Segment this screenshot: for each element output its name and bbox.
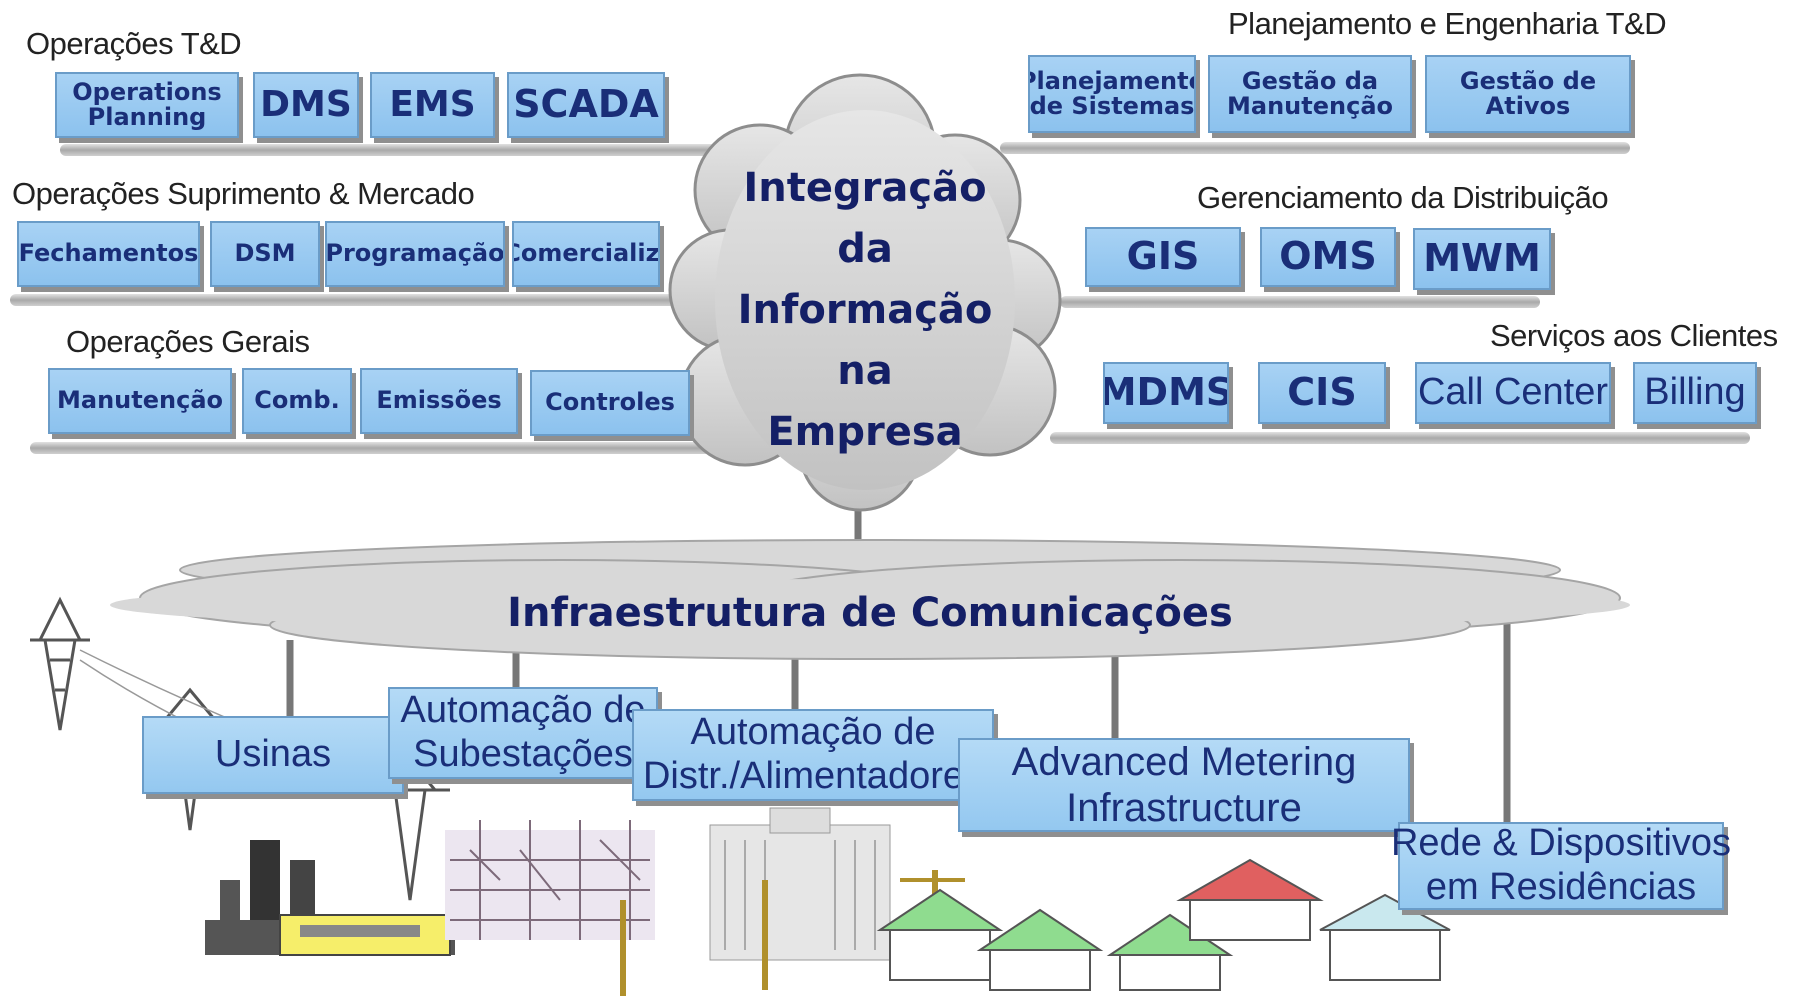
box-oms[interactable]: OMS bbox=[1260, 227, 1396, 287]
houses-icon bbox=[876, 858, 1451, 991]
infra-cloud bbox=[110, 539, 1630, 660]
box-mdms[interactable]: MDMS bbox=[1103, 362, 1229, 424]
box-call-center[interactable]: Call Center bbox=[1415, 362, 1611, 424]
box-billing[interactable]: Billing bbox=[1633, 362, 1757, 424]
box-planejamento-sistemas[interactable]: Planejamento de Sistemas bbox=[1028, 55, 1196, 133]
bus-operacoes-td bbox=[60, 144, 720, 156]
bus-clientes bbox=[1050, 432, 1750, 444]
box-programacao[interactable]: Programação bbox=[325, 221, 505, 287]
bus-suprimento bbox=[10, 294, 700, 306]
box-gestao-manutencao[interactable]: Gestão da Manutenção bbox=[1208, 55, 1412, 133]
box-usinas[interactable]: Usinas bbox=[142, 716, 404, 794]
box-gis[interactable]: GIS bbox=[1085, 227, 1241, 287]
infra-cloud-label: Infraestrutura de Comunicações bbox=[507, 590, 1233, 636]
group-title-operacoes-td: Operações T&D bbox=[26, 26, 242, 61]
box-operations-planning[interactable]: Operations Planning bbox=[55, 72, 239, 138]
box-emissoes[interactable]: Emissões bbox=[360, 368, 518, 434]
bus-bars bbox=[10, 142, 1750, 454]
group-title-planejamento: Planejamento e Engenharia T&D bbox=[1228, 6, 1667, 41]
power-plant-icon bbox=[205, 840, 455, 956]
box-manutencao[interactable]: Manutenção bbox=[48, 368, 232, 434]
group-title-distribuicao: Gerenciamento da Distribuição bbox=[1197, 180, 1609, 215]
bus-distribuicao bbox=[1060, 296, 1540, 308]
bus-planejamento bbox=[1000, 142, 1630, 154]
box-cis[interactable]: CIS bbox=[1258, 362, 1386, 424]
box-comercializ[interactable]: Comercializ. bbox=[512, 221, 660, 287]
group-title-clientes: Serviços aos Clientes bbox=[1490, 318, 1778, 353]
group-title-operacoes-gerais: Operações Gerais bbox=[66, 324, 310, 359]
group-title-suprimento-mercado: Operações Suprimento & Mercado bbox=[12, 176, 475, 211]
integration-cloud-label: Integração da Informação na Empresa bbox=[737, 165, 993, 455]
box-scada[interactable]: SCADA bbox=[507, 72, 665, 138]
box-fechamentos[interactable]: Fechamentos bbox=[17, 221, 200, 287]
box-gestao-ativos[interactable]: Gestão de Ativos bbox=[1425, 55, 1631, 133]
box-comb[interactable]: Comb. bbox=[242, 368, 352, 434]
building-icon bbox=[709, 807, 891, 961]
box-controles[interactable]: Controles bbox=[530, 370, 690, 436]
box-mwm[interactable]: MWM bbox=[1413, 228, 1551, 290]
box-dsm[interactable]: DSM bbox=[210, 221, 320, 287]
bus-operacoes-gerais bbox=[30, 442, 730, 454]
integration-cloud bbox=[668, 73, 1062, 512]
box-ems[interactable]: EMS bbox=[370, 72, 495, 138]
box-dms[interactable]: DMS bbox=[253, 72, 359, 138]
